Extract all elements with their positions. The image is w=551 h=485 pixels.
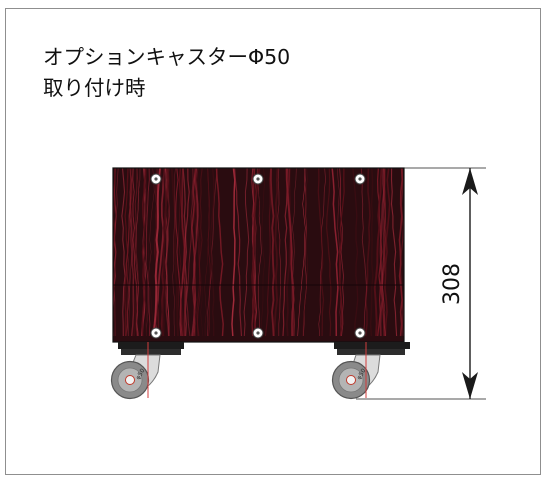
wood-grain-streak [124, 168, 129, 337]
wood-grain-streak [264, 168, 272, 337]
screw-bottom-right [354, 327, 366, 339]
wood-grain-streak [206, 168, 211, 337]
height-dimension: 308 [356, 167, 486, 400]
wood-grain-streak [215, 168, 224, 337]
wood-grain-streak [382, 168, 386, 337]
wood-grain-streak [364, 168, 371, 337]
wood-grain-streak [113, 168, 119, 336]
wood-grain-streak [272, 168, 279, 337]
wood-grain-streak [172, 168, 176, 337]
wood-grain-streak [325, 168, 332, 337]
wood-grain-streak [381, 168, 387, 337]
arrow-top [462, 168, 478, 195]
title-line-1: オプションキャスターΦ50 [43, 45, 291, 69]
wood-grain-streak [234, 168, 243, 337]
wood-grain-streak [335, 168, 342, 337]
wood-grain-streak [339, 168, 345, 337]
wood-grain-streak [351, 168, 359, 337]
wood-grain-streak [175, 168, 183, 337]
wood-grain-streak [152, 168, 161, 337]
wood-grain-streak [195, 168, 202, 337]
wood-grain-streak [376, 168, 383, 337]
wood-grain-streak [269, 168, 275, 337]
wood-grain-streak [196, 168, 203, 337]
wood-grain-streak [399, 168, 404, 337]
wood-grain-streak [145, 168, 155, 337]
wood-grain-streak [180, 168, 187, 337]
wood-grain-streak [162, 168, 167, 337]
arrow-bottom [462, 372, 478, 399]
wood-grain-streak [260, 168, 266, 337]
screw-top-center [252, 173, 264, 185]
wood-grain-streak [251, 168, 261, 337]
wood-grain-streak [132, 168, 139, 337]
wood-grain-streak [192, 168, 197, 337]
wood-grain-streak [141, 168, 147, 337]
wood-grain-streak [197, 168, 204, 337]
wood-grain-streak [285, 168, 295, 337]
wood-grain-streak [113, 168, 116, 334]
wood-grain-streak [331, 168, 339, 337]
wood-grain-streak [209, 168, 215, 336]
wood-grain-streak [317, 168, 325, 337]
wood-grain-streak [390, 168, 398, 337]
wood-grain-streak [302, 168, 308, 337]
title-line-2: 取り付け時 [43, 75, 146, 100]
wood-grain-streak [145, 168, 151, 337]
wood-grain-streak [369, 168, 374, 337]
screw-bottom-left [150, 327, 162, 339]
wood-grain-streak [277, 168, 282, 336]
caster-right: φ50 [331, 342, 410, 400]
wood-grain-streak [185, 168, 194, 337]
wood-grain-streak [384, 168, 391, 337]
height-dimension-label: 308 [440, 263, 465, 305]
screw-top-left [150, 173, 162, 185]
cabinet-body [112, 167, 405, 343]
screws [150, 173, 366, 339]
wood-grain-streak [121, 168, 126, 337]
wood-grain-streak [177, 168, 182, 337]
caster-right-wheel-label: φ50 [356, 367, 368, 381]
wood-grain-streak [398, 168, 403, 337]
wood-grain-streak [297, 168, 306, 337]
screw-bottom-center [252, 327, 264, 339]
wood-grain-streak [339, 168, 345, 337]
wood-grain-streak [144, 168, 154, 337]
wood-grain-streak [360, 168, 368, 337]
wood-grain-streak [286, 168, 292, 337]
wood-grain-streak [231, 168, 236, 337]
wood-grain-streak [125, 168, 132, 337]
screw-top-right [354, 173, 366, 185]
wood-grain [113, 168, 404, 337]
wood-grain-streak [373, 168, 383, 337]
wood-grain-streak [207, 168, 218, 337]
wood-grain-streak [170, 168, 179, 337]
wood-grain-streak [243, 168, 250, 337]
wood-grain-streak [143, 168, 148, 337]
caster-left: φ50 [110, 342, 184, 400]
caster-left-wheel-label: φ50 [135, 367, 147, 381]
drawing-title: オプションキャスターΦ50 取り付け時 [43, 42, 290, 104]
wood-grain-streak [131, 168, 138, 337]
